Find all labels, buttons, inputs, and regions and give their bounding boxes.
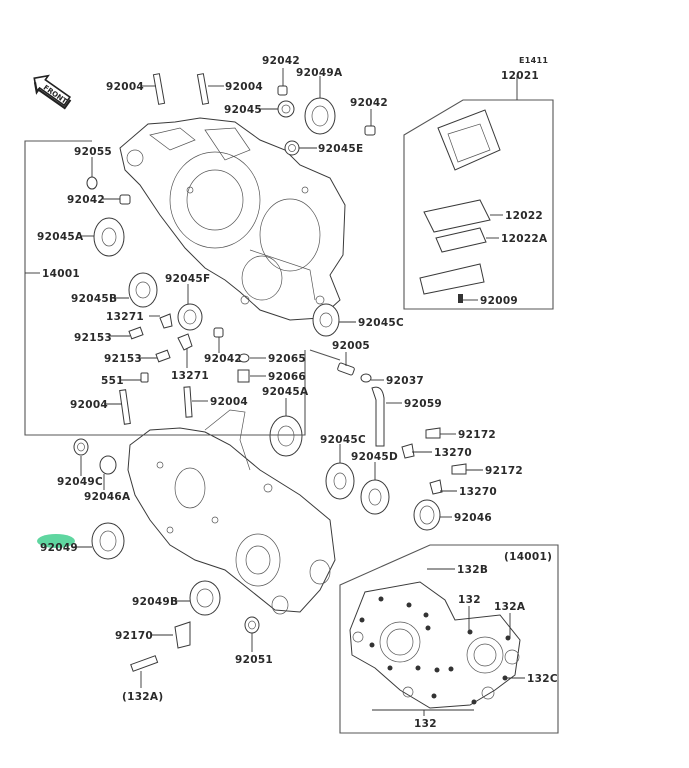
label-bearing-f[interactable]: 92045F [165, 273, 211, 285]
label-bearing-c-top[interactable]: 92045C [358, 317, 404, 329]
label-132-top[interactable]: 132 [458, 594, 481, 606]
part-labels: 92004 92004 92042 92049A 92045 92042 920… [37, 55, 548, 703]
label-pin-right[interactable]: 92042 [350, 97, 388, 109]
label-stud-lower-left[interactable]: 92004 [70, 399, 108, 411]
leader-lines [25, 68, 525, 716]
front-arrow-icon: FRONT [33, 74, 72, 110]
label-washer[interactable]: 92065 [268, 353, 306, 365]
stud-icon [119, 73, 210, 425]
label-seal-c[interactable]: 92049C [57, 476, 103, 488]
label-seal-top[interactable]: 92049A [296, 67, 343, 79]
label-screw-reed[interactable]: 92009 [480, 295, 518, 307]
label-pin-mid[interactable]: 92042 [204, 353, 242, 365]
label-oring[interactable]: 92055 [74, 146, 112, 158]
label-needle-a[interactable]: 92046A [84, 491, 131, 503]
catalog-code: E1411 [519, 56, 548, 65]
label-seal-small[interactable]: 92045 [224, 104, 262, 116]
reed-valve-group [403, 99, 554, 310]
label-bolt-2[interactable]: 92153 [104, 353, 142, 365]
label-bracket-2[interactable]: 13271 [171, 370, 209, 382]
dowel-pin-icon [119, 85, 376, 383]
label-pin-top[interactable]: 92042 [262, 55, 300, 67]
label-seal-b[interactable]: 92049B [132, 596, 178, 608]
label-bolt-132a[interactable]: (132A) [122, 691, 163, 703]
crankcase-bolt-inset [339, 544, 559, 734]
label-bearing-a-lower[interactable]: 92045A [262, 386, 309, 398]
label-reed[interactable]: 12022 [505, 210, 543, 222]
label-bearing-e[interactable]: 92045E [318, 143, 364, 155]
label-stud-lower-right[interactable]: 92004 [210, 396, 248, 408]
label-guide-b[interactable]: 13270 [459, 486, 497, 498]
label-132b[interactable]: 132B [457, 564, 488, 576]
label-stud-left[interactable]: 92004 [106, 81, 144, 93]
bolt-icons [128, 313, 467, 672]
label-guide-a[interactable]: 13270 [434, 447, 472, 459]
label-reed-valve-assy[interactable]: 12021 [501, 70, 539, 82]
highlight-marker [37, 534, 75, 548]
label-plug[interactable]: 92066 [268, 371, 306, 383]
assembly-bracket-lower [92, 350, 306, 436]
label-bearing-d[interactable]: 92045D [351, 451, 398, 463]
label-bearing-c-lower[interactable]: 92045C [320, 434, 366, 446]
label-132a-inset[interactable]: 132A [494, 601, 526, 613]
assembly-bracket-tick [309, 349, 341, 361]
label-132c[interactable]: 132C [527, 673, 558, 685]
bearing-seal-icons [73, 97, 441, 634]
label-crankcase-assy[interactable]: 14001 [42, 268, 80, 280]
label-bolt-172-a[interactable]: 92172 [458, 429, 496, 441]
inset-ref: (14001) [504, 551, 552, 563]
label-132-bottom[interactable]: 132 [414, 718, 437, 730]
label-clamp[interactable]: 92037 [386, 375, 424, 387]
label-seal-main[interactable]: 92049 [40, 542, 78, 554]
label-fitting[interactable]: 92005 [332, 340, 370, 352]
crankcase-left-half [119, 117, 346, 321]
label-bearing-b[interactable]: 92045B [71, 293, 117, 305]
label-bracket-1[interactable]: 13271 [106, 311, 144, 323]
label-hose[interactable]: 92059 [404, 398, 442, 410]
label-needle-bearing[interactable]: 92046 [454, 512, 492, 524]
label-stud-right[interactable]: 92004 [225, 81, 263, 93]
label-clip[interactable]: 92170 [115, 630, 153, 642]
label-bolt-172-b[interactable]: 92172 [485, 465, 523, 477]
label-pin-551[interactable]: 551 [101, 375, 124, 387]
label-stopper[interactable]: 12022A [501, 233, 548, 245]
label-seal-51[interactable]: 92051 [235, 654, 273, 666]
crankcase-right-half [127, 409, 336, 615]
label-bolt-1[interactable]: 92153 [74, 332, 112, 344]
inset-labels: (14001) 132B 132 132A 132C 132 [414, 551, 558, 730]
assembly-bracket [24, 140, 92, 436]
label-bearing-a-top[interactable]: 92045A [37, 231, 84, 243]
label-pin-left[interactable]: 92042 [67, 194, 105, 206]
